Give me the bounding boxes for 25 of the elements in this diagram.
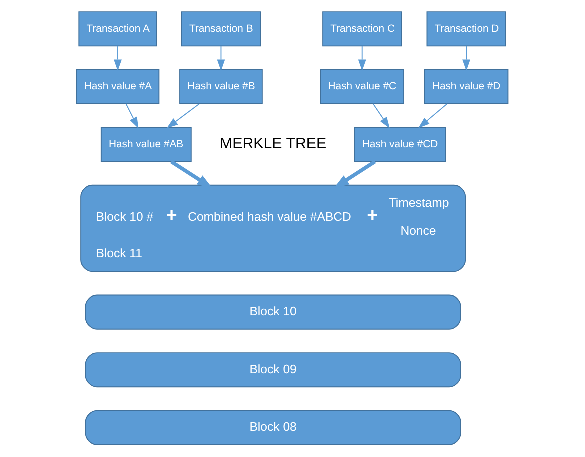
node-box: Hash value #C: [320, 69, 404, 104]
node-box: Transaction B: [181, 12, 261, 47]
arrow: [126, 104, 139, 129]
arrow: [462, 46, 471, 72]
arrow: [334, 160, 376, 188]
arrow: [418, 104, 448, 128]
arrow: [217, 46, 226, 72]
node-box: Transaction A: [78, 12, 158, 47]
node-box: Transaction D: [426, 12, 506, 47]
node-box: Transaction C: [322, 12, 402, 47]
node-box: Block 10 # + Combined hash value #ABCD + Timestamp Nonce Block 11: [80, 184, 466, 272]
node-box: Block 10: [85, 294, 462, 330]
node-box: Hash value #A: [76, 69, 160, 104]
node-box: Block 08: [85, 410, 462, 446]
label: MERKLE TREE: [220, 135, 327, 152]
node-box: Hash value #D: [424, 69, 509, 104]
arrow: [166, 104, 200, 128]
arrow: [170, 160, 213, 188]
node-box: Hash value #AB: [100, 127, 192, 162]
node-box: Hash value #B: [180, 69, 263, 104]
arrow: [358, 46, 366, 72]
arrow: [372, 104, 390, 129]
node-box: Hash value #CD: [354, 127, 446, 162]
node-box: Block 09: [85, 352, 462, 388]
arrow: [114, 46, 122, 72]
